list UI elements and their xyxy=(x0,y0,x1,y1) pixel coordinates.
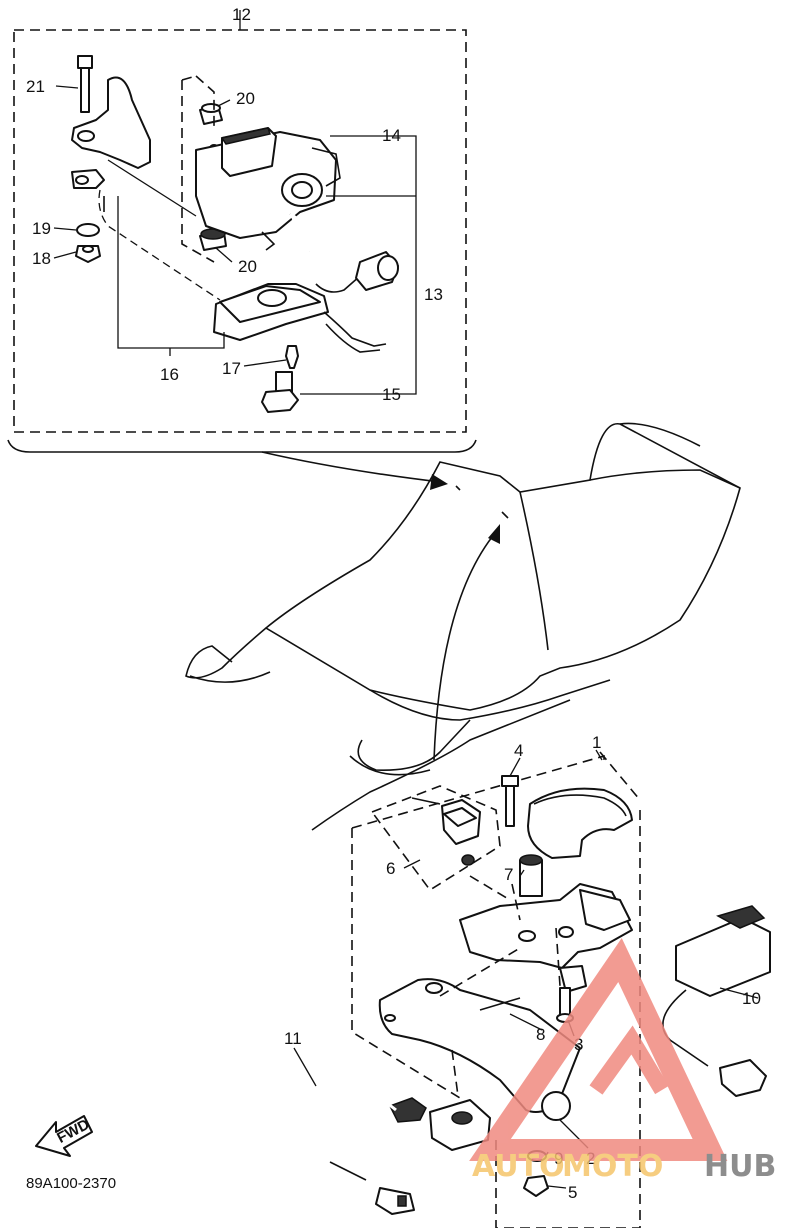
grommet-dashed-guide xyxy=(181,75,215,263)
nut-5 xyxy=(523,1175,549,1197)
label-13: 13 xyxy=(424,285,443,304)
label-20-bottom: 20 xyxy=(238,257,257,276)
inset-assembly-12 xyxy=(7,10,477,453)
label-21: 21 xyxy=(26,77,45,96)
watermark-automotohub: AUTO MOTO HUB xyxy=(469,937,776,1184)
drawing-code: 89A100-2370 xyxy=(26,1175,116,1192)
watermark-triangle-inner xyxy=(589,1025,669,1095)
switch-housing-16 xyxy=(213,283,387,353)
label-1: 1 xyxy=(592,733,601,752)
bolt-4 xyxy=(501,775,519,827)
fwd-arrow: FWD xyxy=(35,1115,93,1157)
label-10: 10 xyxy=(742,989,761,1008)
label-14: 14 xyxy=(382,126,401,145)
mounting-bracket xyxy=(71,76,151,189)
bracket-13-15 xyxy=(300,135,417,395)
nut-18 xyxy=(75,245,101,263)
screw-8 xyxy=(479,997,521,1011)
wire-connector-13 xyxy=(289,212,399,293)
spacer-7 xyxy=(519,854,543,897)
label-12: 12 xyxy=(232,5,251,24)
label-20-top: 20 xyxy=(236,89,255,108)
label-8: 8 xyxy=(536,1025,545,1044)
label-4: 4 xyxy=(514,741,523,760)
grommet-20-top xyxy=(199,103,223,152)
lever-bracket xyxy=(459,883,633,993)
throttle-module xyxy=(195,127,341,251)
watermark-triangle-outer xyxy=(469,937,728,1161)
sensor-11 xyxy=(280,1078,491,1215)
label-5: 5 xyxy=(568,1183,577,1202)
sub-assembly-6-border xyxy=(370,785,501,892)
label-18: 18 xyxy=(32,249,51,268)
bolt-21 xyxy=(77,55,93,113)
label-6: 6 xyxy=(386,859,395,878)
watermark-text-hub: HUB xyxy=(704,1149,776,1184)
label-16: 16 xyxy=(160,365,179,384)
label-19: 19 xyxy=(32,219,51,238)
watermark-text-auto: AUTO xyxy=(472,1149,565,1184)
snowmobile-outline xyxy=(185,422,741,831)
label-3: 3 xyxy=(574,1035,583,1054)
screw-17 xyxy=(285,345,299,369)
bolt-15 xyxy=(261,371,299,413)
label-11: 11 xyxy=(284,1029,302,1048)
watermark-text-moto: MOTO xyxy=(562,1149,663,1184)
inset-callout-bracket xyxy=(7,439,477,453)
callout-arrows xyxy=(261,451,500,761)
label-17: 17 xyxy=(222,359,241,378)
module-10 xyxy=(662,905,771,1097)
grip-cover xyxy=(527,787,633,859)
bracket-16 xyxy=(117,196,225,349)
label-15: 15 xyxy=(382,385,401,404)
label-7: 7 xyxy=(504,865,513,884)
part-number-labels: 12 21 20 14 19 18 20 13 17 16 15 1 4 6 7… xyxy=(26,5,761,1202)
washer-19 xyxy=(76,223,100,237)
